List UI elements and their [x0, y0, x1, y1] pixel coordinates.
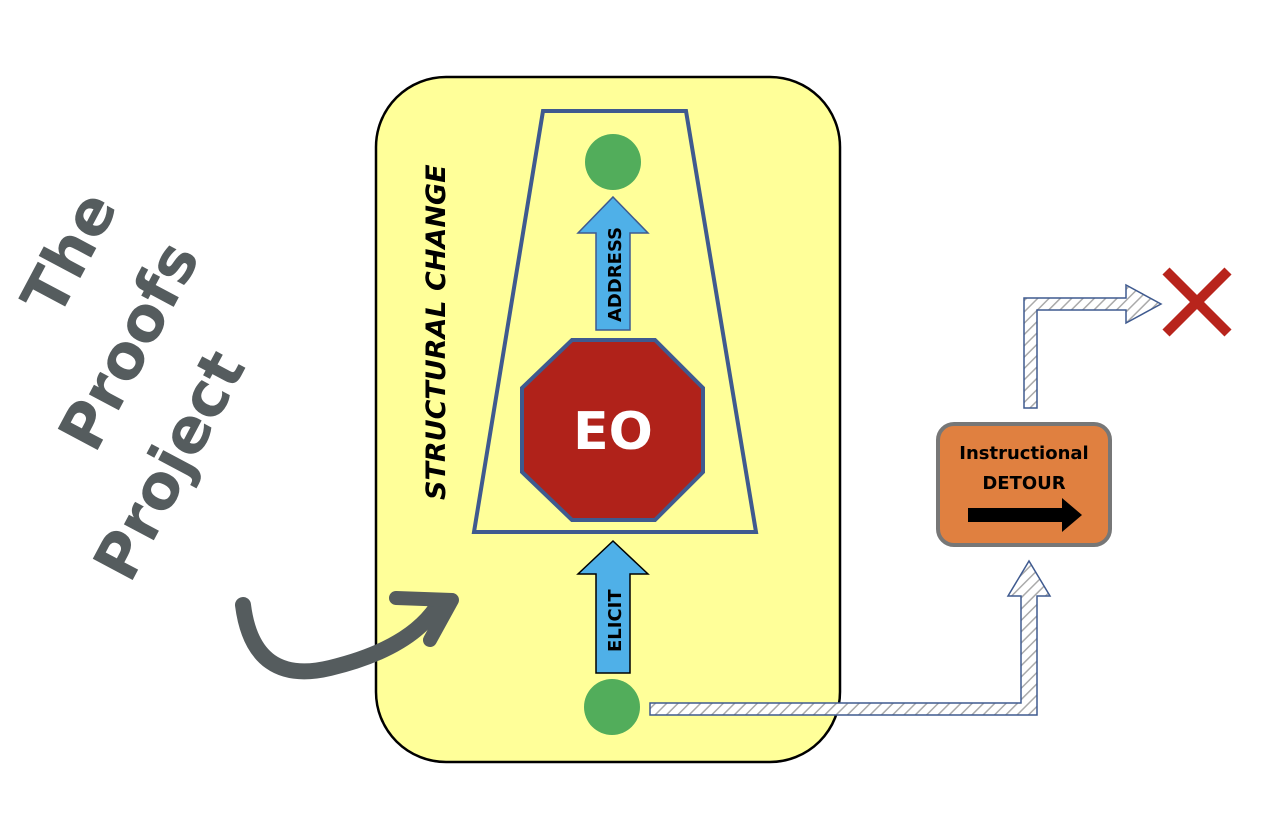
detour-line1: Instructional: [959, 443, 1088, 464]
detour-line2: DETOUR: [982, 473, 1065, 494]
dead-end-x-icon: [1162, 267, 1232, 337]
handwritten-title: The Proofs Project: [7, 179, 260, 592]
instructional-detour-sign[interactable]: Instructional DETOUR: [936, 422, 1112, 547]
curved-pointer-arrow: [235, 591, 459, 680]
elicit-arrow-label: ELICIT: [605, 589, 626, 652]
structural-change-trapezoid: [471, 109, 759, 534]
start-node[interactable]: [584, 679, 640, 735]
eo-stop-sign[interactable]: EO: [520, 338, 705, 522]
address-arrow: ADDRESS: [576, 195, 650, 331]
eo-label: EO: [573, 402, 653, 462]
address-arrow-label: ADDRESS: [605, 227, 626, 322]
goal-node[interactable]: [585, 134, 641, 190]
detour-right-arrow-icon: [968, 498, 1082, 532]
structural-change-label: STRUCTURAL CHANGE: [421, 164, 452, 500]
dead-end-path-arrow: [1023, 283, 1163, 409]
elicit-arrow: ELICIT: [576, 539, 650, 674]
detour-path-arrow: [649, 559, 1052, 716]
